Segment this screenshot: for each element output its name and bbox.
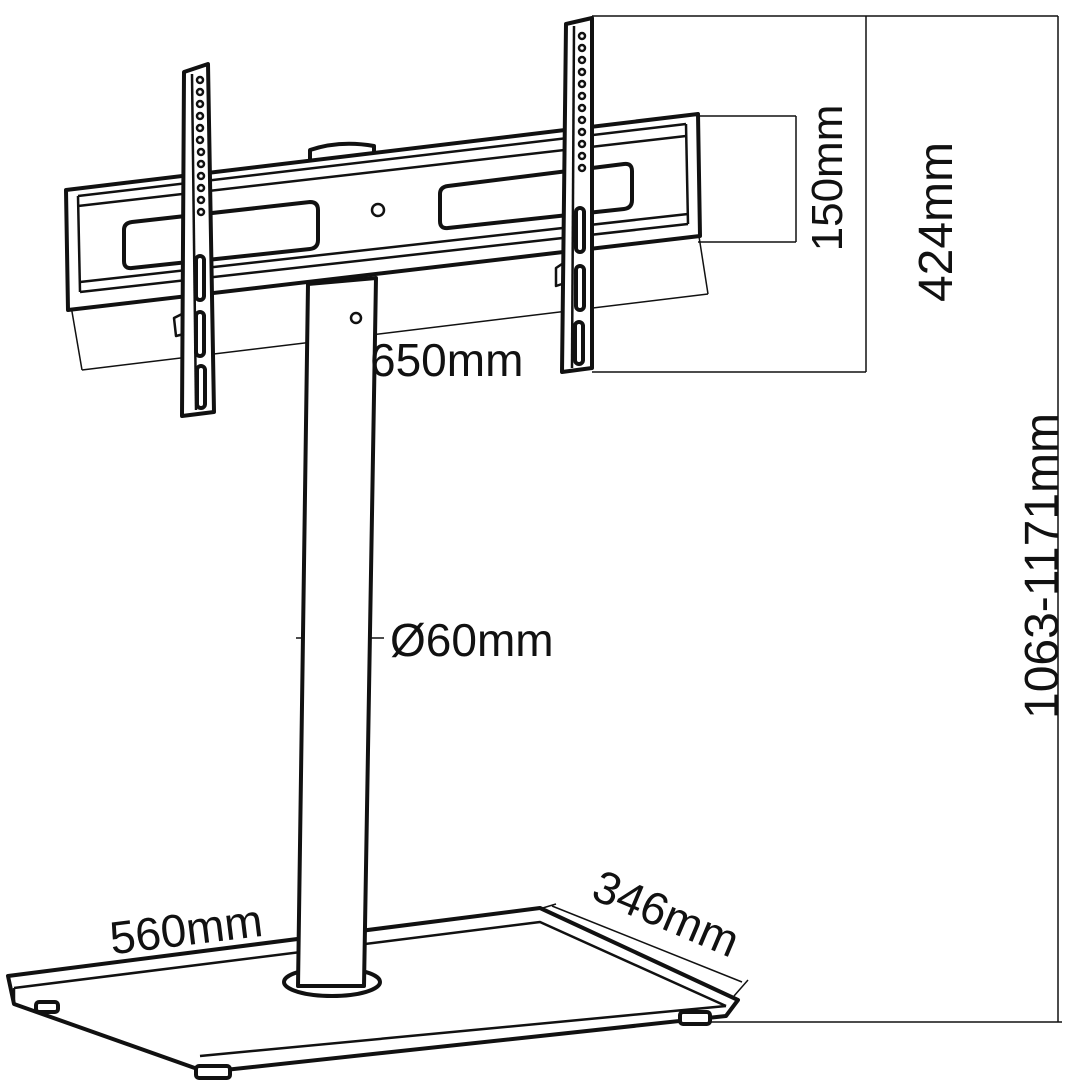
arm-slot: [574, 264, 586, 312]
base-foot: [678, 1010, 712, 1026]
arm-slot: [195, 364, 207, 410]
right-vertical-arm: [554, 16, 594, 374]
pole-bolt: [349, 311, 363, 325]
arm-slot: [194, 254, 206, 302]
arm-slot: [194, 310, 206, 358]
base-foot: [34, 1000, 60, 1014]
arm-holes: [195, 75, 206, 217]
pole-diameter-label: Ø60mm: [390, 614, 554, 666]
bracket-height-label: 150mm: [803, 105, 852, 252]
plate-bolt: [370, 202, 386, 218]
base-foot: [194, 1064, 232, 1080]
plate-cutout: [122, 200, 320, 271]
bracket-width-label: 650mm: [370, 334, 523, 386]
arm-slot: [574, 206, 586, 254]
pole: [296, 276, 378, 988]
total-height-label: 1063-1171mm: [1016, 413, 1069, 719]
arm-slot: [573, 320, 585, 366]
arm-holes: [577, 31, 587, 173]
left-vertical-arm: [172, 62, 216, 418]
top-height-label: 424mm: [910, 142, 963, 302]
mounting-plate: [64, 112, 702, 312]
